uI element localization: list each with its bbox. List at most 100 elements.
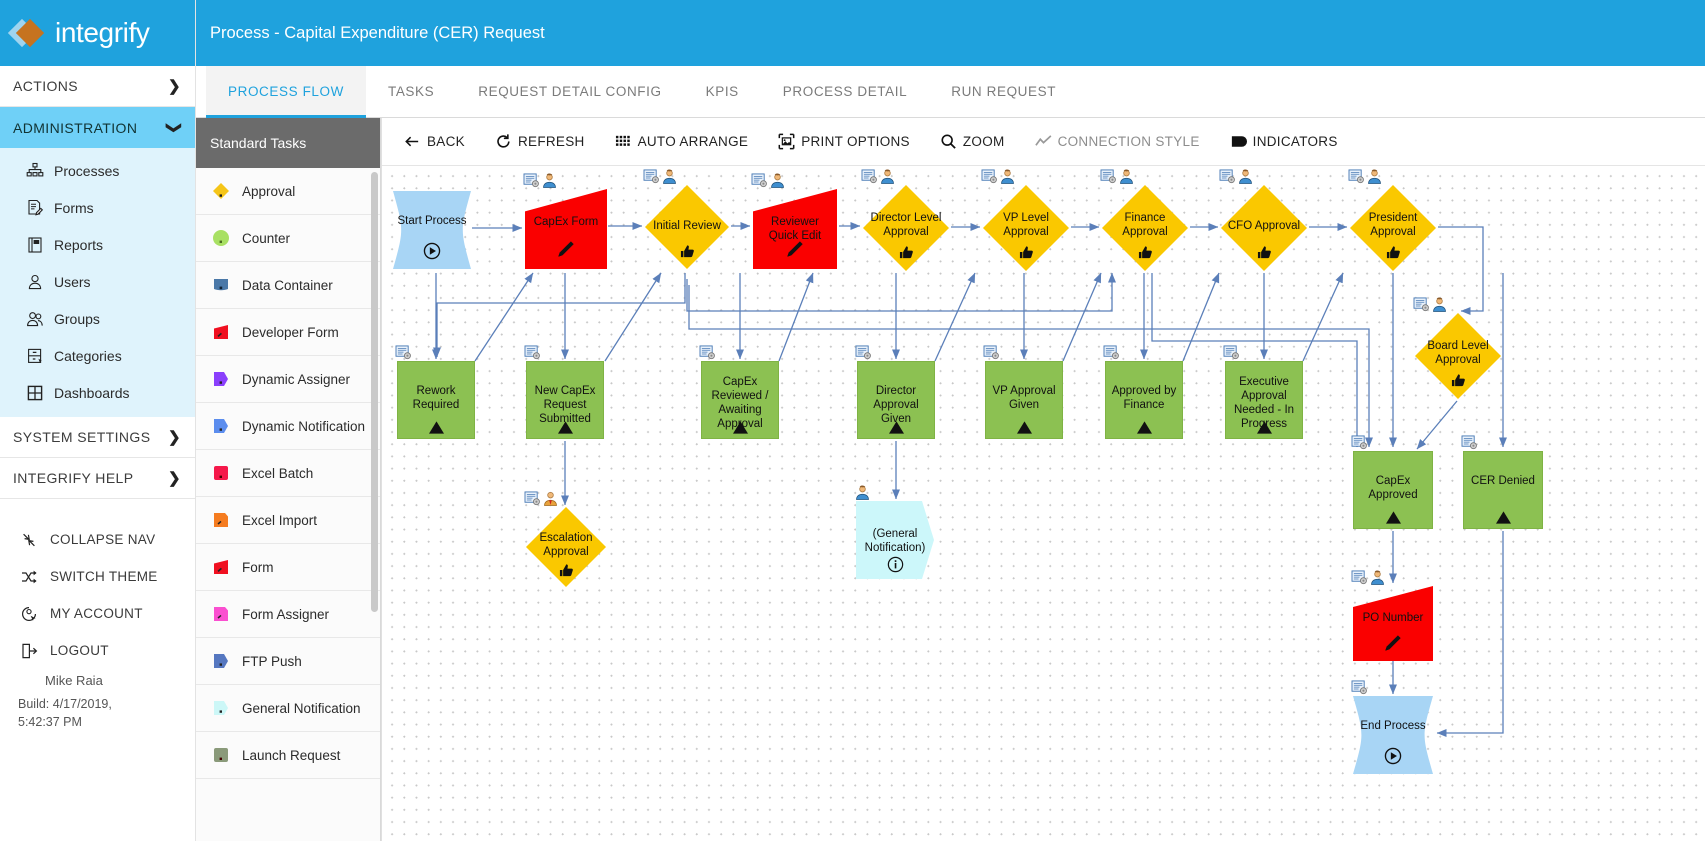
palette-item-dynamic-assigner[interactable]: Dynamic Assigner	[196, 356, 380, 403]
pencil-icon	[753, 237, 837, 262]
tab-run-request[interactable]: RUN REQUEST	[951, 84, 1057, 99]
chevron-right-icon: ❯	[168, 470, 181, 487]
diagram-node-initial[interactable]: Initial Review	[643, 169, 729, 269]
diagram-node-gennotif[interactable]: (General Notification)	[856, 485, 934, 579]
tab-process-detail[interactable]: PROCESS DETAIL	[782, 84, 908, 99]
user-icon	[999, 169, 1016, 187]
sidebar-item-groups[interactable]: Groups	[0, 300, 195, 337]
palette-item-counter[interactable]: Counter	[196, 215, 380, 262]
arrow-left-icon	[404, 133, 421, 150]
sidebar-util-logout[interactable]: LOGOUT	[0, 632, 195, 669]
toolbar-print-options-button[interactable]: PRINT OPTIONS	[778, 133, 928, 150]
node-badges	[1348, 169, 1383, 187]
palette-item-dynamic-notification[interactable]: Dynamic Notification	[196, 403, 380, 450]
diagram-node-newcapex[interactable]: New CapEx Request Submitted	[524, 345, 604, 439]
diagram-node-start[interactable]: Start Process	[393, 191, 471, 269]
tab-process-flow[interactable]: PROCESS FLOW	[206, 66, 366, 118]
diagram-node-escalation[interactable]: Escalation Approval	[524, 491, 606, 587]
form-icon	[1351, 435, 1368, 453]
toolbar-indicators-button[interactable]: INDICATORS	[1230, 133, 1356, 150]
sidebar-item-forms[interactable]: Forms	[0, 189, 195, 226]
form-shape-icon	[211, 557, 231, 577]
sidebar-item-users[interactable]: Users	[0, 263, 195, 300]
build-info: Build: 4/17/2019,5:42:37 PM	[0, 688, 195, 731]
sidebar-group-actions[interactable]: ACTIONS ❯	[0, 66, 195, 107]
palette-item-ftp-push[interactable]: FTP Push	[196, 638, 380, 685]
diagram-node-dirgiven[interactable]: Director Approval Given	[855, 345, 935, 439]
diagram-node-quickedit[interactable]: Reviewer Quick Edit	[751, 173, 837, 269]
sidebar-group-administration[interactable]: ADMINISTRATION ❯	[0, 107, 195, 148]
diagram-node-president[interactable]: President Approval	[1348, 169, 1436, 271]
diagram-node-rework[interactable]: Rework Required	[395, 345, 475, 439]
tab-tasks[interactable]: TASKS	[387, 84, 435, 99]
diagram-node-finance[interactable]: Finance Approval	[1100, 169, 1188, 271]
sidebar-item-categories[interactable]: Categories	[0, 337, 195, 374]
toolbar-connection-style-button[interactable]: CONNECTION STYLE	[1034, 133, 1218, 150]
logout-icon	[19, 641, 38, 660]
diagram-node-ponumber[interactable]: PO Number	[1351, 570, 1433, 661]
palette-item-general-notification[interactable]: General Notification	[196, 685, 380, 732]
sidebar-util-switch-theme[interactable]: SWITCH THEME	[0, 558, 195, 595]
toolbar-button-label: INDICATORS	[1252, 134, 1338, 149]
magnifier-icon	[940, 133, 957, 150]
diagram-node-board[interactable]: Board Level Approval	[1413, 297, 1501, 399]
info-icon	[856, 556, 934, 575]
sidebar-group-system-settings-label: SYSTEM SETTINGS	[13, 429, 151, 445]
sidebar-group-system-settings[interactable]: SYSTEM SETTINGS ❯	[0, 417, 195, 458]
diagram-node-reviewed[interactable]: CapEx Reviewed / Awaiting Approval	[699, 345, 779, 439]
toolbar-zoom-button[interactable]: ZOOM	[940, 133, 1023, 150]
toolbar-refresh-button[interactable]: REFRESH	[495, 133, 603, 150]
palette-item-label: Approval	[242, 183, 296, 199]
diagram-node-execappr[interactable]: Executive Approval Needed - In Progress	[1223, 345, 1303, 439]
form-icon	[395, 345, 412, 363]
palette-item-approval[interactable]: Approval	[196, 168, 380, 215]
palette-item-form-assigner[interactable]: Form Assigner	[196, 591, 380, 638]
sidebar-item-label: Groups	[54, 310, 100, 327]
tab-request-detail-config[interactable]: REQUEST DETAIL CONFIG	[478, 84, 662, 99]
palette-scrollbar[interactable]	[371, 172, 378, 612]
palette-item-excel-import[interactable]: Excel Import	[196, 497, 380, 544]
palette-item-data-container[interactable]: Data Container	[196, 262, 380, 309]
form-edit-icon	[25, 198, 44, 217]
sidebar-item-processes[interactable]: Processes	[0, 152, 195, 189]
tab-kpis[interactable]: KPIS	[705, 84, 739, 99]
diagram-node-vp[interactable]: VP Level Approval	[981, 169, 1069, 271]
form-icon	[524, 345, 541, 363]
diagram-node-vpgiven[interactable]: VP Approval Given	[983, 345, 1063, 439]
toolbar-auto-arrange-button[interactable]: AUTO ARRANGE	[615, 133, 767, 150]
triangle-up-icon	[1105, 420, 1183, 437]
toolbar-back-button[interactable]: BACK	[404, 133, 483, 150]
form-icon	[1103, 345, 1120, 363]
diagram-node-apprfin[interactable]: Approved by Finance	[1103, 345, 1183, 439]
palette-item-developer-form[interactable]: Developer Form	[196, 309, 380, 356]
process-flow-canvas[interactable]: Start Process CapEx Form Initial Review Rev…	[382, 166, 1705, 841]
diagram-node-cfo[interactable]: CFO Approval	[1219, 169, 1307, 271]
categories-drawer-icon	[25, 346, 44, 365]
diagram-node-cerdenied[interactable]: CER Denied	[1461, 435, 1543, 529]
palette-item-excel-batch[interactable]: Excel Batch	[196, 450, 380, 497]
sidebar-util-my-account[interactable]: MY ACCOUNT	[0, 595, 195, 632]
palette-item-launch-request[interactable]: Launch Request	[196, 732, 380, 779]
diagram-node-capex_form[interactable]: CapEx Form	[523, 173, 607, 269]
user-icon	[25, 272, 44, 291]
left-navigation: integrify ACTIONS ❯ ADMINISTRATION ❯ Pro…	[0, 0, 196, 841]
build-info-line: 5:42:37 PM	[18, 715, 82, 730]
sidebar-item-label: Categories	[54, 347, 122, 364]
sidebar-group-integrify-help[interactable]: INTEGRIFY HELP ❯	[0, 458, 195, 499]
sidebar-util-collapse-nav[interactable]: COLLAPSE NAV	[0, 521, 195, 558]
sidebar-item-reports[interactable]: Reports	[0, 226, 195, 263]
palette-item-form[interactable]: Form	[196, 544, 380, 591]
sidebar-group-actions-label: ACTIONS	[13, 78, 79, 94]
sidebar-item-dashboards[interactable]: Dashboards	[0, 374, 195, 411]
form-icon	[524, 491, 541, 509]
page-title: Process - Capital Expenditure (CER) Requ…	[210, 23, 545, 42]
dashboard-grid-icon	[25, 383, 44, 402]
diagram-node-capexappr[interactable]: CapEx Approved	[1351, 435, 1433, 529]
triangle-up-icon	[526, 420, 604, 437]
diagram-node-director[interactable]: Director Level Approval	[861, 169, 949, 271]
connection-line	[778, 272, 814, 362]
diagram-node-end[interactable]: End Process	[1351, 680, 1433, 774]
sidebar-group-administration-label: ADMINISTRATION	[13, 119, 138, 136]
